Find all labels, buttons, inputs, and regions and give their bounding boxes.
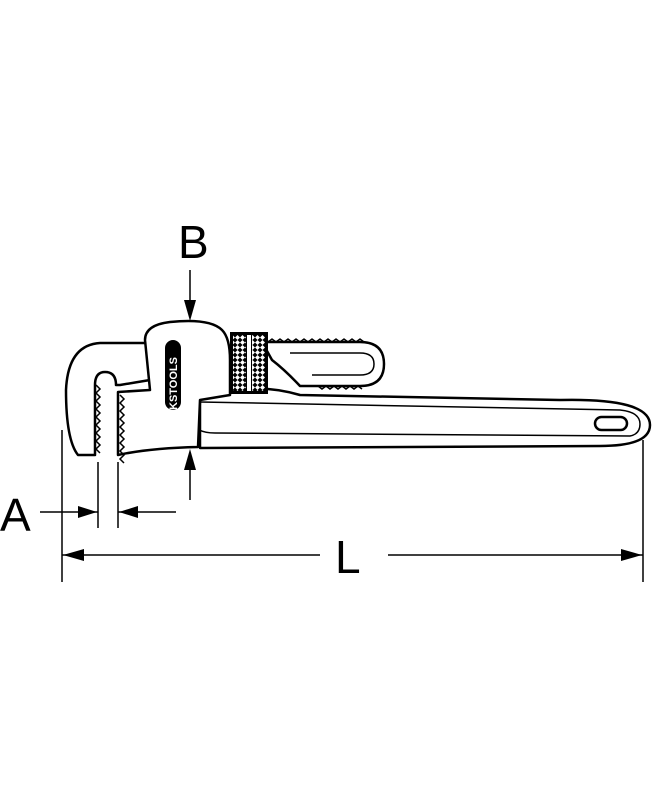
svg-text:KSTOOLS: KSTOOLS — [168, 357, 180, 410]
rack-loop — [260, 338, 386, 390]
ks-tools-logo: KSTOOLS — [165, 340, 181, 410]
hang-hole — [593, 415, 629, 432]
handle — [187, 387, 652, 450]
wrench-head: KSTOOLS — [116, 319, 232, 464]
label-a: A — [0, 489, 31, 541]
label-l: L — [335, 531, 361, 583]
dimension-a — [40, 430, 176, 582]
hook-jaw — [64, 341, 152, 457]
dimension-l — [62, 440, 644, 582]
label-b: B — [178, 216, 209, 268]
knurled-nut — [230, 332, 268, 394]
dimension-b — [184, 270, 196, 500]
